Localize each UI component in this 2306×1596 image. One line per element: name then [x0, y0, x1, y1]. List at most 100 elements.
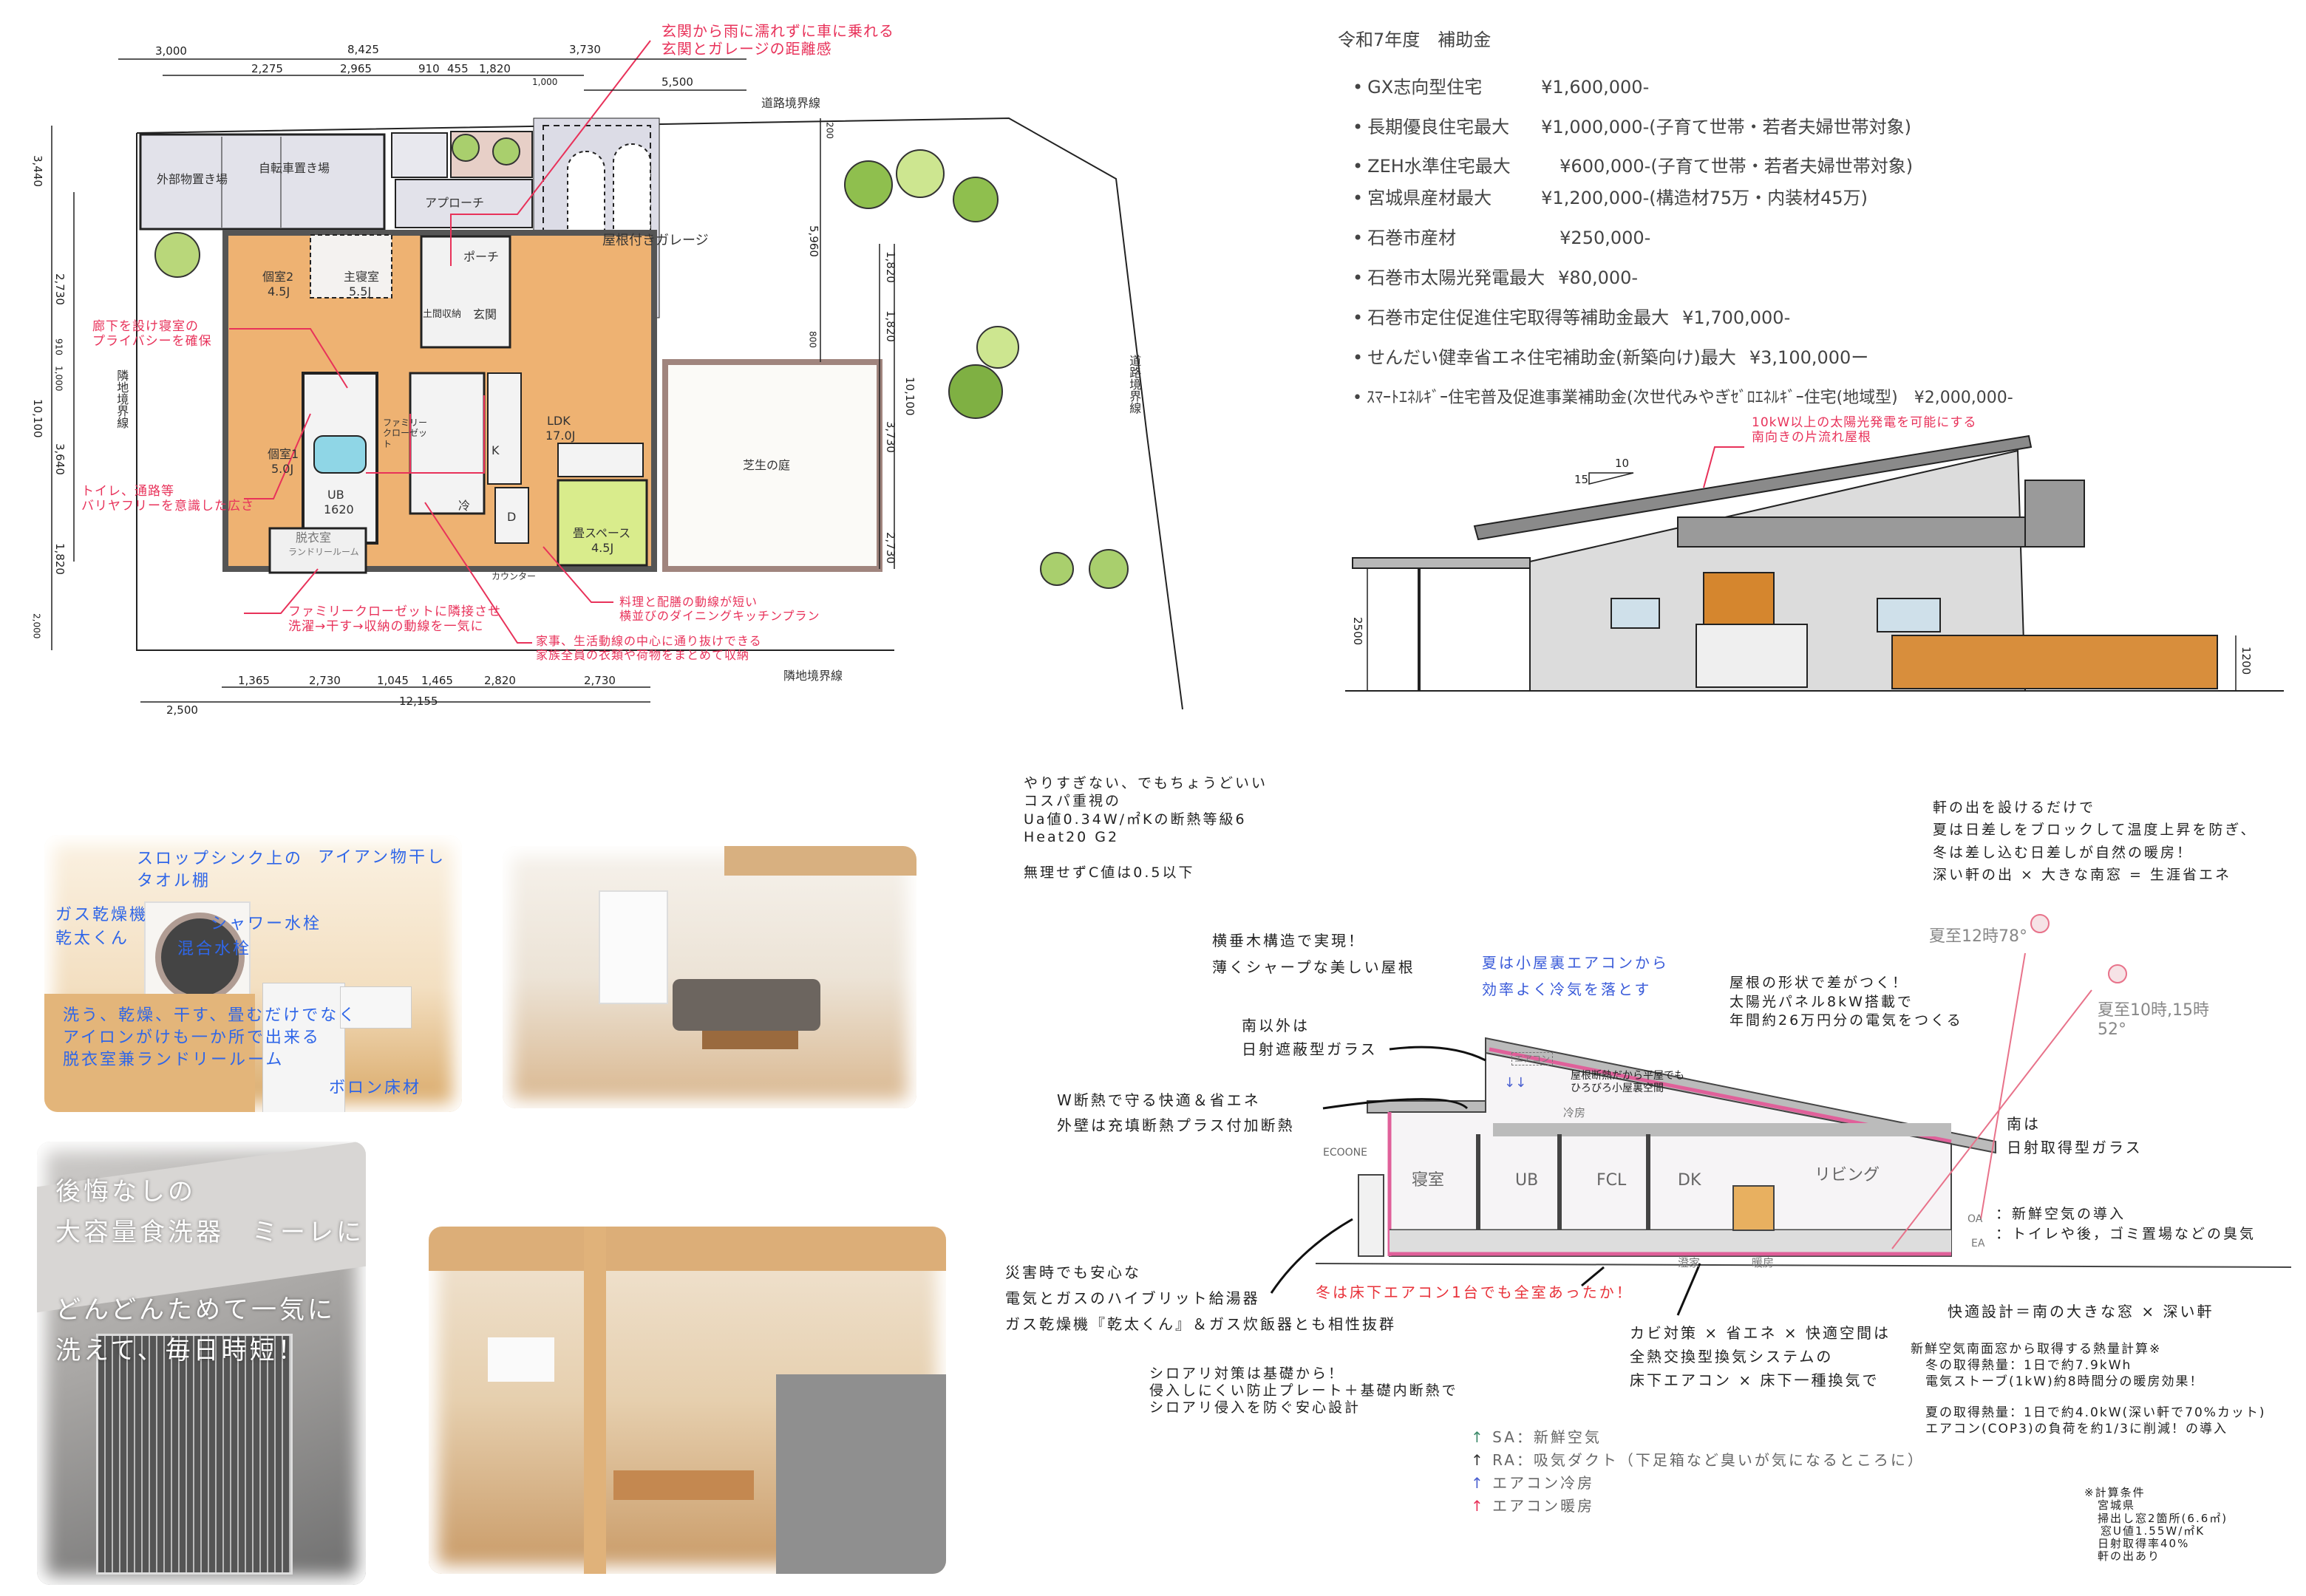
legend-item: ↑ SA：新鮮空気 [1471, 1426, 1925, 1449]
photo-caption: どんどんためて一気に [55, 1295, 336, 1325]
note-line: ：新鮮空気の導入 [1996, 1206, 2126, 1222]
dimension-fence: 1200 [2239, 647, 2253, 675]
dimension: 10,100 [31, 399, 44, 438]
annotation-line: 洗濯→干す→収納の動線を一気に [288, 619, 484, 635]
room-label-room2: 個室2 [262, 270, 294, 284]
legend-label: エアコン冷房 [1492, 1474, 1595, 1492]
dimension: 1,045 [377, 674, 409, 687]
tree-icon [1089, 549, 1129, 589]
cooling-arrows-icon: ↓↓ [1504, 1075, 1527, 1091]
note-line: 日射取得型ガラス [2007, 1139, 2143, 1156]
subsidy-item: •石巻市太陽光発電最大¥80,000- [1353, 267, 1639, 288]
wood-pillar-image [584, 1227, 606, 1574]
note-line: 宮城県 [2098, 1498, 2136, 1513]
subsidy-label: 長期優良住宅最大 [1367, 117, 1510, 137]
dimension: 3,440 [31, 155, 44, 187]
section-room-bedroom: 寝室 [1412, 1171, 1445, 1190]
room-label-bicycle: 自転車置き場 [259, 161, 330, 175]
subsidy-amount: ¥1,200,000-(構造材75万・内装材45万) [1541, 188, 1868, 208]
tree-icon [948, 364, 1003, 419]
note-line: ：トイレや後，ゴミ置場などの臭気 [1996, 1225, 2256, 1242]
dimension: 3,640 [53, 443, 67, 475]
dishwasher-rack-image [96, 1334, 293, 1575]
window [1611, 598, 1660, 629]
subsidy-label: ZEH水準住宅最大 [1367, 156, 1511, 177]
porch-entrance [420, 235, 511, 349]
tree-icon [976, 326, 1019, 369]
room-label-approach: アプローチ [425, 196, 485, 210]
subsidy-amount: ¥1,700,000- [1682, 307, 1791, 328]
wood-ceiling-image [429, 1227, 946, 1271]
kitchen-counter [487, 372, 522, 485]
site-boundary [136, 117, 1183, 710]
attic-note: 屋根断熱だから平屋でも ひろびろ小屋裏空間 [1571, 1070, 1684, 1095]
legend-label: SA：新鮮空気 [1492, 1428, 1602, 1446]
note-line: 掃出し窓2箇所(6.6㎡) [2098, 1511, 2228, 1525]
photo-caption: 後悔なしの [55, 1177, 196, 1207]
note-line: 屋根の形状で差がつく！ [1730, 975, 1909, 991]
note-oa-ea: ：新鮮空気の導入 ：トイレや後，ゴミ置場などの臭気 [1996, 1204, 2256, 1244]
note-gain-glass: 南は 日射取得型ガラス [2007, 1112, 2143, 1159]
annotation-kitchen: 料理と配膳の動線が短い 横並びのダイニングキッチンプラン [619, 595, 820, 623]
sun-angle-noon: 夏至12時78° [1929, 927, 2027, 946]
subsidy-amount: ¥1,000,000-(子育て世帯・若者夫婦世帯対象) [1541, 117, 1911, 137]
dimension-height: 2500 [1351, 617, 1364, 646]
note-line: 夏の取得熱量：1日で約4.0kW(深い軒で70%カット) [1925, 1405, 2266, 1421]
boundary-road-top: 道路境界線 [761, 96, 821, 110]
room-label-master: 主寝室 [344, 270, 380, 284]
subsidy-label: せんだい健幸省エネ住宅補助金(新築向け)最大 [1367, 347, 1736, 368]
note-line: 効率よく冷気を落とす [1482, 981, 1652, 998]
note-line: 日射取得率40% [2098, 1537, 2190, 1550]
note-water-heater: 災害時でも安心な 電気とガスのハイブリット給湯器 ガス乾燥機『乾太くん』＆ガス炊… [1005, 1260, 1396, 1337]
arrow-up-icon: ↑ [1471, 1451, 1486, 1469]
note-insulation-intro: やりすぎない、でもちょうどいい コスパ重視の Ua値0.34W/㎡Kの断熱等級6… [1024, 774, 1268, 882]
entrance-screen [1696, 624, 1808, 688]
note-shading-glass: 南以外は 日射遮蔽型ガラス [1242, 1014, 1378, 1061]
section-room-ub: UB [1515, 1171, 1539, 1190]
closet-area [409, 372, 486, 515]
kitchen-island [1732, 1185, 1775, 1231]
photo-laundry-room: スロップシンク上の タオル棚 アイアン物干し ガス乾燥機 乾太くん シャワー水栓… [44, 835, 462, 1112]
dimension: 2,730 [584, 674, 616, 687]
heat-gain-calculation: 新鮮空気南面窓から取得する熱量計算※ 冬の取得熱量：1日で約7.9kWh 電気ス… [1911, 1341, 2266, 1437]
photo-label: ボロン床材 [329, 1079, 422, 1097]
room-label-porch: ポーチ [463, 250, 500, 264]
room-label-laundry: 脱衣室 [296, 531, 332, 545]
dimension: 2,730 [309, 674, 341, 687]
note-line: 夏至10時,15時 [2098, 1001, 2209, 1020]
photo-caption: 脱衣室兼ランドリールーム [63, 1051, 285, 1069]
dimension: 800 [807, 331, 818, 348]
note-line: 窓U値1.55W/㎡K [2101, 1524, 2205, 1538]
dimension: 910 [418, 62, 440, 75]
sofa-image [673, 979, 820, 1031]
heating-label: 暖房 [1752, 1256, 1775, 1269]
room-label-family-closet: ファミリークローゼット [383, 417, 428, 449]
ceiling-beam-image [724, 846, 916, 876]
legend-item: ↑ エアコン暖房 [1471, 1495, 1925, 1518]
front-door [1703, 572, 1775, 625]
subsidy-amount: ¥3,100,000ー [1749, 347, 1869, 368]
boundary-neighbor-left: 隣地境界線 [115, 369, 129, 429]
legend-label: エアコン暖房 [1492, 1497, 1595, 1515]
site-plan [51, 40, 1183, 710]
annotation-garage: 玄関から雨に濡れずに車に乗れる 玄関とガレージの距離感 [661, 22, 894, 58]
subsidy-label: ｽﾏｰﾄｴﾈﾙｷﾞｰ住宅普及促進事業補助金(次世代みやぎｾﾞﾛｴﾈﾙｷﾞｰ住宅(… [1366, 389, 1898, 407]
attic-ac-tag: エアコン [1511, 1052, 1554, 1066]
carport-roof [1352, 557, 1531, 569]
room-size-ub: 1620 [324, 502, 354, 516]
dimension: 2,965 [340, 62, 372, 75]
tree-icon [1040, 552, 1074, 586]
subsidy-item: •ｽﾏｰﾄｴﾈﾙｷﾞｰ住宅普及促進事業補助金(次世代みやぎｾﾞﾛｴﾈﾙｷﾞｰ住宅… [1353, 389, 2013, 407]
sun-icon [2030, 914, 2050, 933]
dimension: 1,820 [479, 62, 511, 75]
annotation-line: 家族全員の衣類や荷物をまとめて収納 [536, 648, 750, 663]
sumika-label: 澄家 [1678, 1256, 1701, 1269]
subsidy-item: •ZEH水準住宅最大¥600,000-(子育て世帯・若者夫婦世帯対象) [1353, 151, 1913, 177]
annotation-line: ファミリークローゼットに隣接させ [288, 604, 501, 619]
subsidy-label: 石巻市定住促進住宅取得等補助金最大 [1367, 307, 1670, 328]
note-line: 電気ストーブ(1kW)約8時間分の暖房効果！ [1925, 1374, 2204, 1390]
annotation-line: 10kW以上の太陽光発電を可能にする [1752, 415, 1977, 430]
note-line: 日射遮蔽型ガラス [1242, 1040, 1378, 1058]
legend-item: ↑ RA：吸気ダクト（下足箱など臭いが気になるところに） [1471, 1449, 1925, 1472]
subsidy-label: 石巻市太陽光発電最大 [1367, 267, 1545, 288]
